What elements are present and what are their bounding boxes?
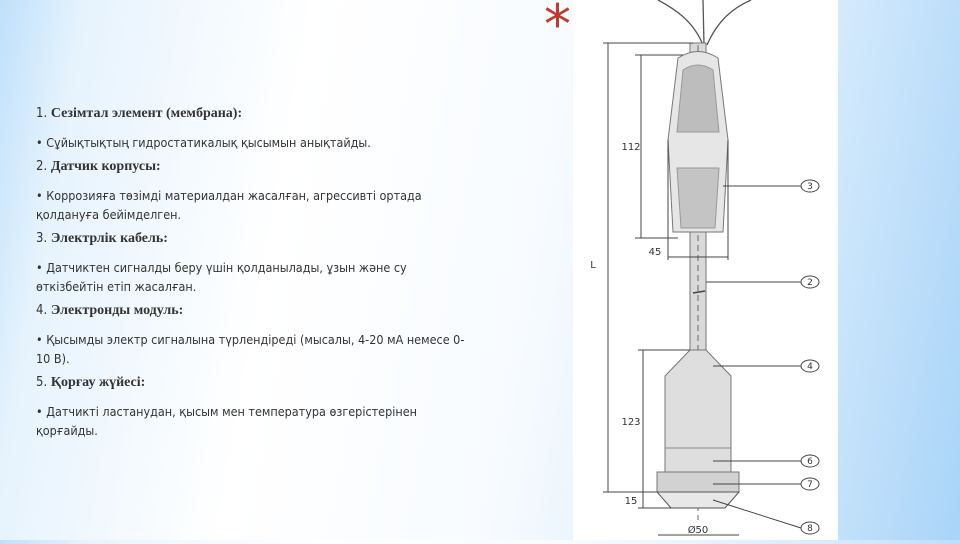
section-body: • Датчиктен сигналды беру үшін қолданыла…: [36, 260, 407, 294]
callout-circle: [800, 275, 820, 289]
callout-circle: [800, 521, 820, 535]
section-heading: 2. Датчик корпусы:: [36, 159, 468, 175]
section-title: Электронды модуль:: [50, 303, 184, 318]
callout-circle: [800, 477, 820, 491]
callout-label: 7: [807, 480, 813, 490]
section-heading: 1. Сезімтал элемент (мембрана):: [36, 106, 468, 122]
callout-circle: [800, 359, 820, 373]
section-body: • Датчикті ластанудан, қысым мен темпера…: [36, 404, 417, 438]
dim-upper: 112: [621, 142, 640, 153]
dim-bottom: 15: [625, 496, 638, 507]
component-list: 1. Сезімтал элемент (мембрана): • Сұйықты…: [36, 106, 468, 447]
section-heading: 5. Қорғау жүйесі:: [36, 375, 468, 391]
callout-label: 2: [807, 278, 813, 288]
section-number: 5.: [36, 375, 48, 390]
callout-circle: [800, 454, 820, 468]
section-title: Сезімтал элемент (мембрана):: [50, 106, 243, 121]
section-heading: 4. Электронды модуль:: [36, 303, 468, 319]
section-title: Электрлік кабель:: [50, 231, 168, 246]
dim-total: L: [590, 260, 596, 271]
section-number: 2.: [36, 159, 48, 174]
section-number: 4.: [36, 303, 48, 318]
section-title: Қорғау жүйесі:: [50, 375, 146, 390]
callout-label: 6: [807, 457, 813, 467]
callout-circle: [800, 179, 820, 193]
section-heading: 3. Электрлік кабель:: [36, 231, 468, 247]
section-title: Датчик корпусы:: [50, 159, 161, 174]
section-body: • Сұйықтықтың гидростатикалық қысымын ан…: [36, 135, 371, 150]
dim-diameter: Ø50: [688, 524, 709, 536]
section-body: • Коррозияға төзімді материалдан жасалға…: [36, 188, 422, 222]
sensor-drawing: L 112 45 123 15 Ø50 3 2 4 6 7 8: [590, 0, 820, 536]
callout-label: 8: [807, 524, 813, 534]
decorative-asterisk: *: [544, 0, 571, 56]
callout-label: 3: [807, 182, 813, 192]
callout-label: 4: [807, 362, 813, 372]
section-body: • Қысымды электр сигналына түрлендіреді …: [36, 332, 465, 366]
section-number: 3.: [36, 231, 48, 246]
section-number: 1.: [36, 106, 48, 121]
sensor-diagram: L 112 45 123 15 Ø50 3 2 4 6 7 8: [573, 0, 838, 540]
dim-lower: 123: [621, 417, 640, 428]
dim-width-upper: 45: [649, 247, 662, 258]
